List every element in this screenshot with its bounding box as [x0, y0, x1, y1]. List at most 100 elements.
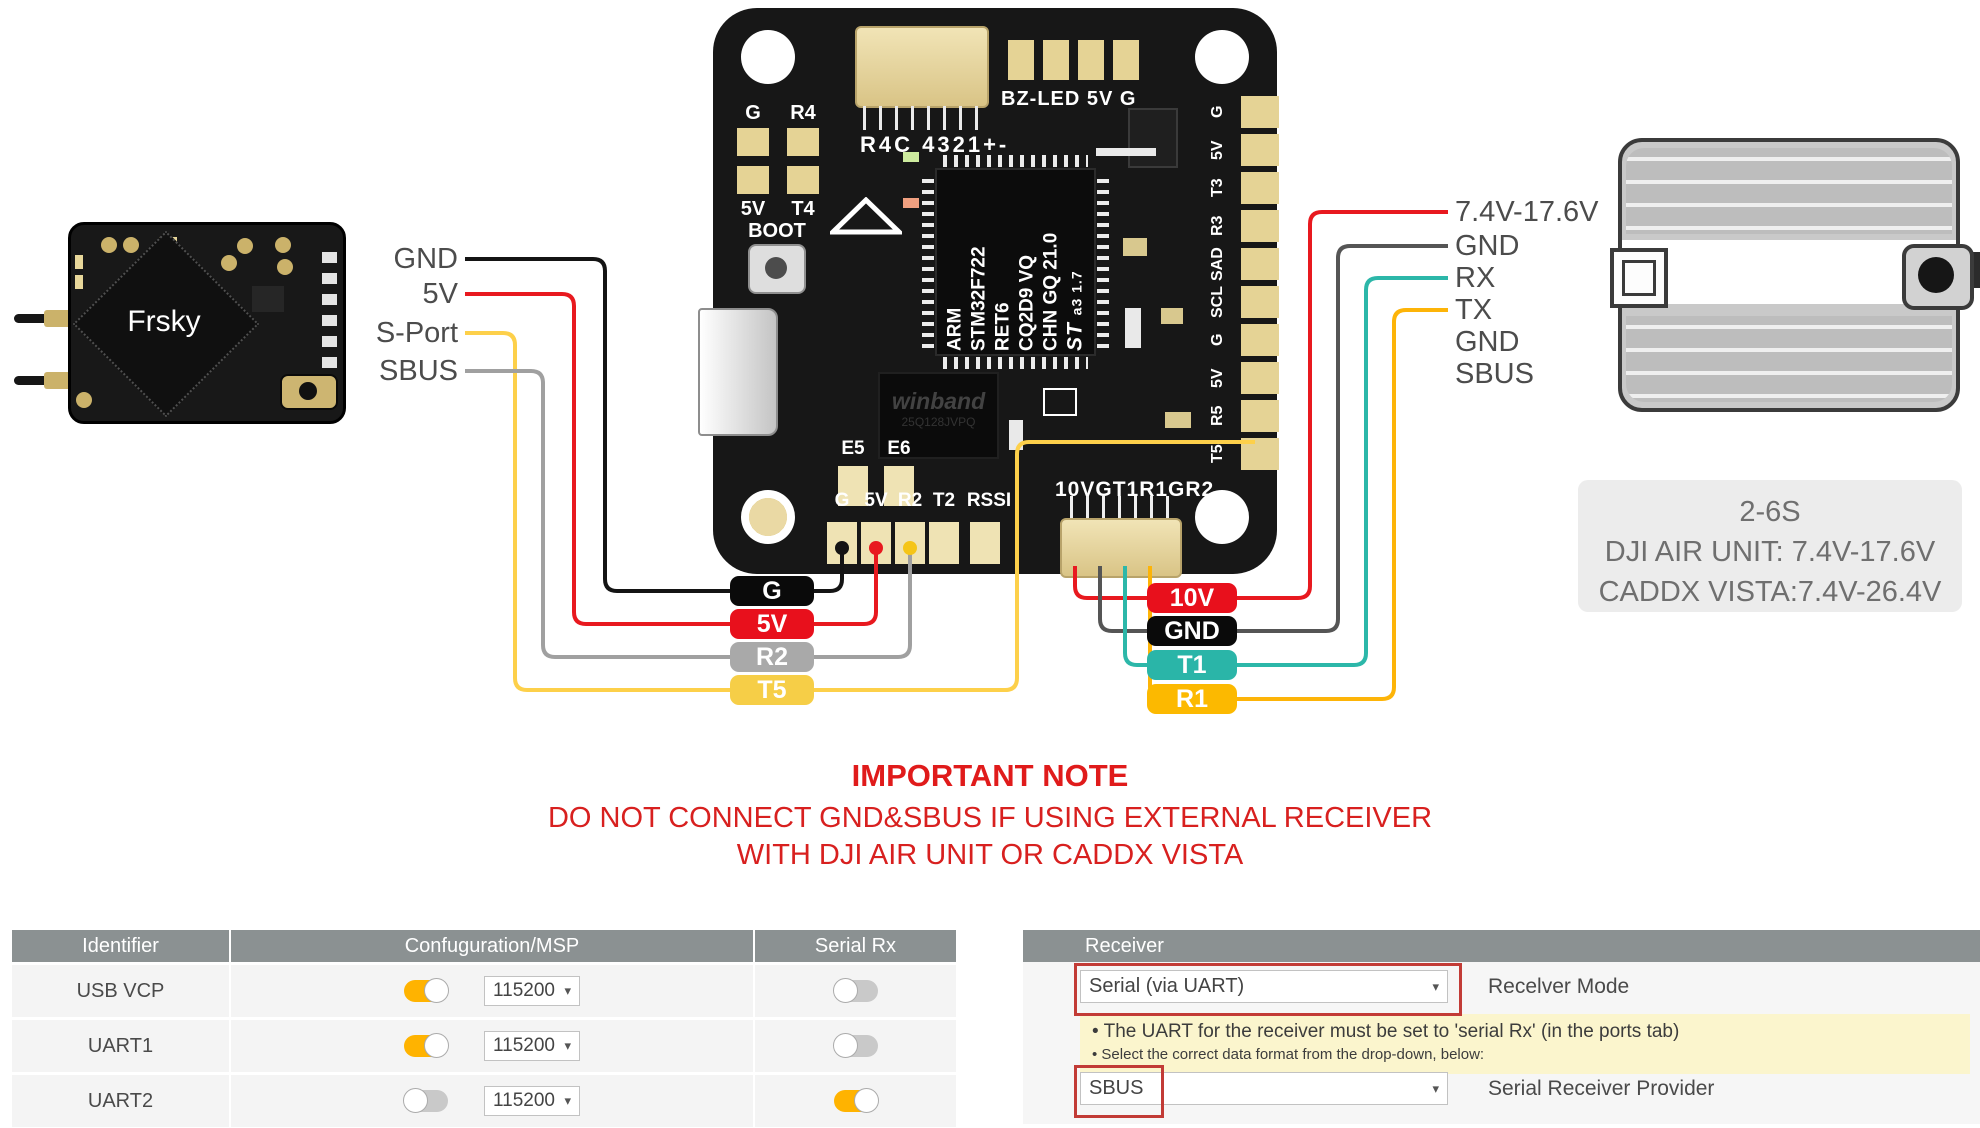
buzzer-pad	[1008, 40, 1034, 80]
solder-pad	[1241, 172, 1279, 204]
header-configuration-msp: Confuguration/MSP	[231, 930, 755, 962]
msp-toggle[interactable]	[404, 1033, 449, 1058]
pcb-pad	[76, 392, 92, 408]
boot-button[interactable]	[748, 244, 806, 294]
toggle-knob	[832, 978, 858, 1003]
antenna-connector	[44, 310, 71, 327]
pcb-pad	[237, 238, 253, 254]
wire-tag-r2: R2	[730, 642, 814, 672]
wire-sbus	[465, 369, 912, 659]
wire-tag-g: G	[730, 576, 814, 606]
ports-table-header: Identifier Confuguration/MSP Serial Rx	[12, 930, 956, 962]
solder-pad	[1241, 248, 1279, 280]
dropdown-caret-icon: ▾	[564, 983, 571, 998]
led	[903, 152, 919, 162]
serial-rx-toggle[interactable]	[832, 1033, 878, 1058]
buzzer-pad	[1113, 40, 1139, 80]
pcb-pad	[75, 275, 83, 289]
flash-part: 25Q128JVPQ	[901, 415, 976, 429]
pin-label-gnd: GND	[393, 243, 458, 275]
dropdown-caret-icon: ▾	[1432, 978, 1439, 994]
wire-tag-5v: 5V	[730, 609, 814, 639]
identifier-cell: UART1	[12, 1020, 231, 1072]
pin-label-5v: 5V	[422, 278, 458, 310]
receiver-panel: Serial (via UART) ▾ Recelver Mode • The …	[1023, 962, 1980, 1124]
airunit-pin-gnd2: GND	[1455, 326, 1520, 358]
identifier-cell: USB VCP	[12, 965, 231, 1017]
heatsink-fins	[1626, 316, 1952, 402]
toggle-knob	[424, 978, 449, 1003]
solder-pad	[322, 294, 337, 305]
smd-component	[1043, 388, 1077, 416]
solder-pad	[838, 466, 868, 506]
airunit-pin-rx: RX	[1455, 262, 1496, 294]
airunit-pin-gnd: GND	[1455, 230, 1520, 262]
pad-label-t4: T4	[791, 198, 815, 220]
mounting-hole	[1195, 490, 1249, 544]
airunit-left-connector	[1610, 248, 1668, 308]
pad-label-t2: T2	[932, 490, 956, 511]
receiver-mode-dropdown[interactable]: Serial (via UART) ▾	[1080, 970, 1448, 1003]
bind-button[interactable]	[280, 374, 338, 410]
toggle-knob	[424, 1033, 449, 1058]
led	[903, 198, 919, 208]
msp-toggle[interactable]	[403, 1088, 448, 1113]
solder-pad	[1241, 286, 1279, 318]
solder-pad	[1241, 134, 1279, 166]
pcb-pad	[75, 255, 83, 269]
pad-label-r4: R4	[790, 102, 816, 124]
solder-pad	[1241, 362, 1279, 394]
chip-pins	[943, 155, 1088, 167]
boot-label: BOOT	[748, 220, 806, 242]
wire-tag-gnd: GND	[1147, 616, 1237, 646]
serial-rx-toggle[interactable]	[832, 978, 878, 1003]
msp-toggle[interactable]	[404, 978, 449, 1003]
wire-sport	[465, 331, 1255, 692]
wire-5v	[465, 292, 878, 626]
buzzer-label: BZ-LED 5V G	[1001, 88, 1137, 110]
spec-dji: DJI AIR UNIT: 7.4V-17.6V	[1604, 536, 1936, 568]
connector-pins	[863, 106, 981, 130]
pad-dot-r2	[903, 541, 917, 555]
solder-pad	[787, 128, 819, 156]
dji-connector-label: 10VGT1R1GR2	[1055, 478, 1215, 501]
smd-component	[1161, 308, 1183, 324]
dji-air-unit	[1610, 138, 1974, 412]
identifier-cell: UART2	[12, 1075, 231, 1127]
pcb-pad	[275, 237, 291, 253]
chip-pins	[1097, 176, 1109, 348]
top-header-label: R4C 4321+-	[860, 132, 1010, 157]
header-identifier: Identifier	[12, 930, 231, 962]
table-row-usb-vcp: USB VCP 115200 ▾	[12, 962, 956, 1017]
spec-caddx: CADDX VISTA:7.4V-26.4V	[1598, 576, 1942, 608]
toggle-knob	[403, 1088, 428, 1113]
receiver-brand: Frsky	[127, 305, 201, 338]
wire-gnd	[465, 257, 844, 593]
solder-pad	[970, 522, 1000, 564]
serial-provider-dropdown[interactable]: SBUS ▾	[1080, 1072, 1448, 1105]
pad-label-r2: R2	[897, 490, 923, 511]
wire-tag-r1: R1	[1147, 684, 1237, 714]
connector-pins	[1070, 496, 1170, 518]
small-ic	[1128, 108, 1178, 168]
mcu-chip: ARM STM32F722 RET6 CQ2D9 VQ CHN GQ 21.0 …	[922, 155, 1109, 369]
pad-dot-g	[835, 541, 849, 555]
ports-table: Identifier Confuguration/MSP Serial Rx U…	[12, 930, 956, 1128]
buzzer-pad	[1078, 40, 1104, 80]
serial-rx-cell	[755, 1020, 956, 1072]
smd-component	[1125, 308, 1141, 348]
baud-dropdown[interactable]: 115200 ▾	[484, 1031, 580, 1061]
baud-dropdown[interactable]: 115200 ▾	[484, 976, 580, 1006]
dji-connector	[1060, 518, 1182, 578]
baud-dropdown[interactable]: 115200 ▾	[484, 1086, 580, 1116]
serial-rx-cell	[755, 965, 956, 1017]
pad-label-g: G	[745, 102, 761, 124]
solder-pad	[929, 522, 959, 564]
pcb-pad	[221, 255, 237, 271]
mounting-hole	[741, 490, 795, 544]
flight-controller-board: R4C 4321+- BZ-LED 5V G G R4 5V T4 BOOT	[698, 8, 1279, 578]
solder-pad	[322, 252, 337, 263]
solder-pad	[322, 315, 337, 326]
serial-rx-toggle[interactable]	[833, 1088, 879, 1113]
